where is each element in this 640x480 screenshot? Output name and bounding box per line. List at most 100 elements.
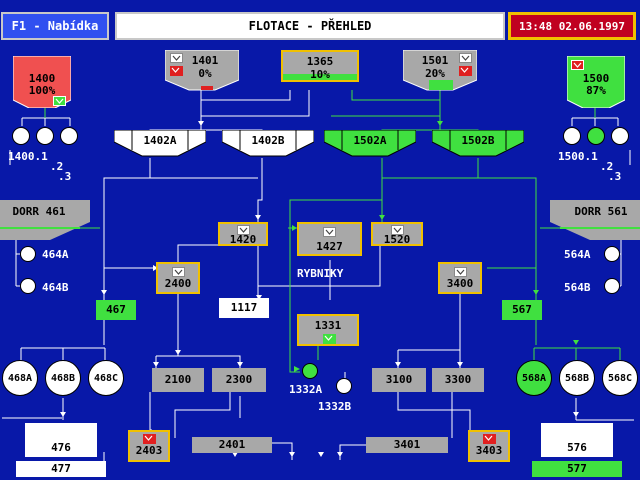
- unit-3403[interactable]: 3403: [468, 430, 510, 462]
- pump-1332b-label: 1332B: [318, 400, 352, 413]
- pump-568c[interactable]: [602, 360, 638, 396]
- unit-2401[interactable]: 2401: [192, 437, 272, 453]
- unit-3300[interactable]: 3300: [432, 368, 484, 392]
- flotation-cell-1402b[interactable]: 1402B: [222, 130, 314, 160]
- pump-564b[interactable]: [604, 278, 620, 294]
- unit-2100-label: 2100: [164, 373, 192, 386]
- pump-568c-label: 568C: [607, 372, 633, 384]
- flotation-cell-1402a[interactable]: 1402A: [114, 130, 206, 160]
- dorr-561[interactable]: DORR 561: [550, 200, 640, 242]
- unit-3400-label: 3400: [446, 277, 474, 290]
- unit-1117-label: 1117: [230, 301, 258, 314]
- status-indicator-icon: [172, 267, 185, 277]
- unit-576-label: 576: [567, 441, 587, 454]
- tank-1400-value: 100%: [28, 83, 56, 97]
- pump-1400-label-2: .2: [50, 160, 64, 173]
- pump-1500-2[interactable]: [587, 127, 605, 145]
- pump-564a[interactable]: [604, 246, 620, 262]
- pump-468b-label: 468B: [50, 372, 76, 384]
- pump-468c-label: 468C: [93, 372, 119, 384]
- hopper-1501[interactable]: 1501 20%: [403, 50, 477, 92]
- pump-1400-label: 1400.1: [8, 150, 48, 163]
- rybniky-label: RYBNIKY: [297, 267, 344, 280]
- unit-1427[interactable]: 1427: [297, 222, 362, 256]
- unit-2300-label: 2300: [225, 373, 253, 386]
- unit-3400[interactable]: 3400: [438, 262, 482, 294]
- pump-1500-1[interactable]: [563, 127, 581, 145]
- unit-3300-label: 3300: [444, 373, 472, 386]
- alarm-indicator-icon: [170, 66, 183, 76]
- unit-2400-label: 2400: [164, 277, 192, 290]
- unit-467-label: 467: [106, 303, 126, 316]
- pump-1332b[interactable]: [336, 378, 352, 394]
- status-indicator-icon: [459, 53, 472, 63]
- tank-1400-id: 1400: [28, 71, 56, 85]
- unit-1420[interactable]: 1420: [218, 222, 268, 246]
- hopper-1501-value: 20%: [425, 66, 445, 80]
- pump-468a[interactable]: [2, 360, 38, 396]
- unit-477[interactable]: 477: [16, 461, 106, 477]
- datetime-text: 13:48 02.06.1997: [519, 19, 625, 33]
- pump-1400-label-3: .3: [58, 170, 72, 183]
- unit-1331[interactable]: 1331: [297, 314, 359, 346]
- dorr-461[interactable]: DORR 461: [0, 200, 90, 242]
- alarm-indicator-icon: [571, 60, 584, 70]
- status-indicator-icon: [454, 267, 467, 277]
- unit-2403-label: 2403: [135, 444, 163, 457]
- pump-468c[interactable]: [88, 360, 124, 396]
- flotation-cell-1502a-label: 1502A: [353, 133, 387, 147]
- unit-467[interactable]: 467: [96, 300, 136, 320]
- hopper-1501-id: 1501: [421, 53, 449, 67]
- pump-1400-1[interactable]: [12, 127, 30, 145]
- flotation-cell-1502b[interactable]: 1502B: [432, 130, 524, 160]
- menu-button[interactable]: F1 - Nabídka: [1, 12, 109, 40]
- flotation-cell-1502b-label: 1502B: [461, 133, 495, 147]
- unit-476[interactable]: 476: [25, 423, 97, 457]
- flotation-cell-1402a-label: 1402A: [143, 133, 177, 147]
- pump-1332a[interactable]: [302, 363, 318, 379]
- tank-1500-value: 87%: [586, 83, 606, 97]
- pump-568a[interactable]: [516, 360, 552, 396]
- hopper-1365-value: 10%: [310, 67, 330, 81]
- pump-1400-3[interactable]: [60, 127, 78, 145]
- pump-564a-label: 564A: [564, 248, 591, 261]
- pump-464b-label: 464B: [42, 281, 69, 294]
- unit-1117[interactable]: 1117: [219, 298, 269, 318]
- hopper-1365[interactable]: 1365 10%: [281, 50, 359, 82]
- unit-576[interactable]: 576: [541, 423, 613, 457]
- unit-2401-label: 2401: [218, 438, 246, 451]
- pump-464a-label: 464A: [42, 248, 69, 261]
- unit-2300[interactable]: 2300: [212, 368, 266, 392]
- flotation-cell-1502a[interactable]: 1502A: [324, 130, 416, 160]
- status-indicator-icon: [323, 334, 336, 344]
- status-indicator-icon: [237, 225, 250, 235]
- pump-464b[interactable]: [20, 278, 36, 294]
- pump-1500-3[interactable]: [611, 127, 629, 145]
- pump-1500-label-2: .2: [600, 160, 614, 173]
- unit-2100[interactable]: 2100: [152, 368, 204, 392]
- pump-1332a-label: 1332A: [289, 383, 323, 396]
- dorr-461-label: DORR 461: [12, 204, 66, 218]
- unit-1427-label: 1427: [316, 240, 343, 253]
- pump-1400-2[interactable]: [36, 127, 54, 145]
- alarm-indicator-icon: [483, 434, 496, 444]
- unit-477-label: 477: [51, 462, 71, 475]
- tank-1400[interactable]: 1400 100%: [13, 56, 71, 108]
- unit-577[interactable]: 577: [532, 461, 622, 477]
- unit-2403[interactable]: 2403: [128, 430, 170, 462]
- unit-3401[interactable]: 3401: [366, 437, 448, 453]
- alarm-indicator-icon: [143, 434, 156, 444]
- unit-1520-label: 1520: [383, 233, 411, 246]
- unit-567[interactable]: 567: [502, 300, 542, 320]
- status-indicator-icon: [170, 53, 183, 63]
- hopper-1401[interactable]: 1401 0%: [165, 50, 239, 92]
- pump-568b[interactable]: [559, 360, 595, 396]
- unit-3100[interactable]: 3100: [372, 368, 426, 392]
- menu-button-label: F1 - Nabídka: [11, 19, 99, 33]
- tank-1500[interactable]: 1500 87%: [567, 56, 625, 108]
- pump-468b[interactable]: [45, 360, 81, 396]
- unit-2400[interactable]: 2400: [156, 262, 200, 294]
- pump-464a[interactable]: [20, 246, 36, 262]
- unit-1520[interactable]: 1520: [371, 222, 423, 246]
